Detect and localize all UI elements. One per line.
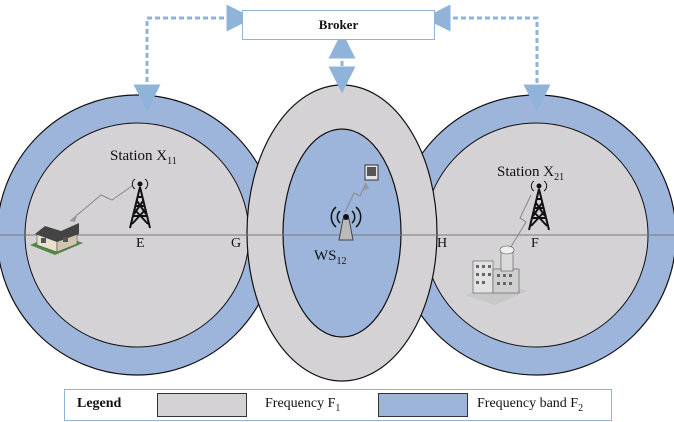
legend-swatch-frequency-band-f2 — [378, 393, 468, 417]
station-x21-label: Station X21 — [497, 164, 565, 183]
arrowhead — [70, 213, 78, 222]
point-g-label: G — [231, 236, 242, 251]
lightning-link-center — [344, 182, 367, 213]
broker-link-left — [133, 4, 254, 112]
wireless-links — [69, 182, 532, 256]
point-h-label: H — [437, 236, 448, 251]
tower-icon — [528, 180, 550, 231]
lightning-link-right — [505, 194, 532, 256]
broker-box: Broker — [242, 10, 435, 40]
house-icon — [30, 223, 83, 255]
broker-label: Broker — [318, 17, 359, 32]
mobile-terminal-icon — [364, 164, 379, 181]
legend: Legend Frequency F1 Frequency band F2 — [64, 389, 612, 421]
legend-label-frequency-band-f2: Frequency band F2 — [477, 396, 584, 414]
broker-link-right — [423, 4, 551, 112]
tower-icon — [129, 178, 151, 229]
legend-swatch-frequency-f1 — [157, 393, 247, 417]
broker-links — [133, 4, 551, 112]
buildings-icon — [465, 245, 527, 305]
ws12-label: WS12 — [314, 248, 347, 267]
point-f-label: F — [531, 236, 539, 251]
lightning-link-left — [69, 185, 133, 222]
legend-label-frequency-f1: Frequency F1 — [265, 396, 341, 414]
legend-title: Legend — [77, 396, 122, 411]
arrowhead — [364, 183, 369, 191]
point-e-label: E — [136, 236, 145, 251]
station-x11-label: Station X11 — [110, 148, 177, 167]
